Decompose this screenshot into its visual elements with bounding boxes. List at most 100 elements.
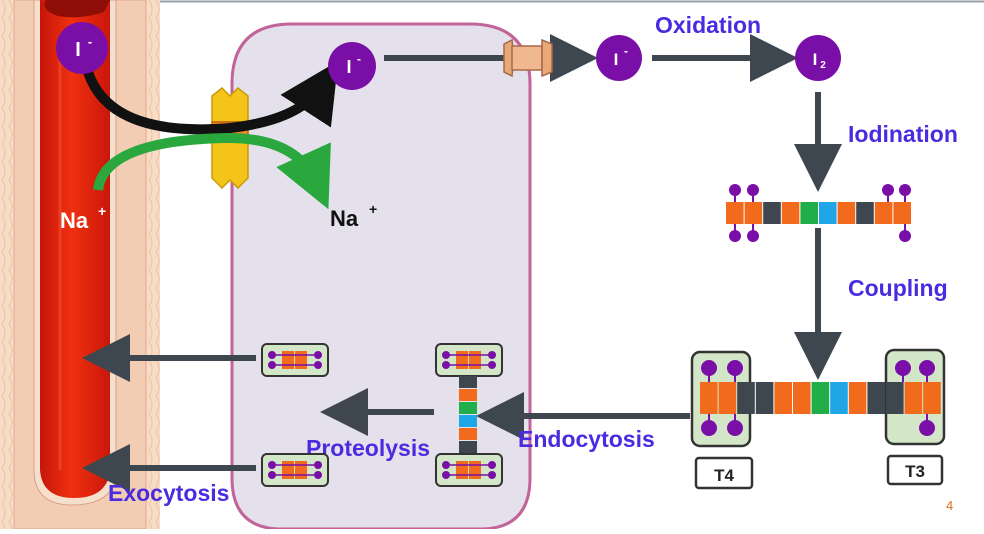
iodine-atom: [895, 360, 911, 376]
svg-text:I: I: [75, 39, 81, 61]
iodine-atom: [488, 471, 496, 479]
vesicle-residue: [459, 441, 477, 453]
iodine-atom: [442, 461, 450, 469]
exocytosis-label: Exocytosis: [108, 480, 229, 506]
iodine-atom: [729, 184, 741, 196]
iodine-atom: [488, 351, 496, 359]
svg-text:Na: Na: [330, 206, 359, 231]
mini-hormone-box: [261, 453, 329, 487]
iodine-atom: [882, 184, 894, 196]
iodine-atom: [701, 360, 717, 376]
svg-text:T3: T3: [905, 462, 925, 481]
coupled-residue: [774, 382, 792, 414]
iodine-atom: [268, 461, 276, 469]
iodine-atom: [268, 471, 276, 479]
svg-text:I: I: [614, 50, 619, 69]
iodine-atom: [314, 461, 322, 469]
iodide-ion-blood: I -: [56, 22, 108, 74]
thyroglobulin-residue: [837, 202, 856, 224]
svg-text:-: -: [624, 44, 628, 58]
iodide-ion-cell: I -: [328, 42, 376, 90]
thyroglobulin-residue: [763, 202, 781, 224]
coupling-label: Coupling: [848, 275, 948, 301]
thyroglobulin-chain: [726, 184, 911, 242]
coupled-residue: [811, 382, 830, 414]
thyroglobulin-residue: [819, 202, 837, 224]
coupled-residue: [737, 382, 755, 414]
svg-text:+: +: [98, 203, 106, 219]
sodium-ion-cell: Na +: [330, 201, 377, 231]
vessel-opening: [44, 0, 110, 18]
sodium-ion-blood: Na +: [60, 203, 106, 233]
iodine-molecule: I 2: [795, 35, 841, 81]
iodine-atom: [919, 360, 935, 376]
page-number: 4: [946, 498, 953, 513]
mini-hormone-box: [261, 343, 329, 377]
coupled-thyroglobulin: [690, 348, 946, 448]
svg-text:2: 2: [820, 60, 826, 71]
blood-lumen: [40, 0, 110, 498]
iodine-atom: [488, 461, 496, 469]
svg-text:Na: Na: [60, 208, 89, 233]
thyroglobulin-residue: [874, 202, 893, 224]
iodine-atom: [442, 351, 450, 359]
thyroglobulin-residue: [893, 202, 911, 224]
iodide-uptake-arrow: [83, 60, 339, 135]
coupled-residue: [923, 382, 941, 414]
sodium-uptake-arrow: [93, 132, 331, 210]
iodine-atom: [442, 361, 450, 369]
svg-text:T4: T4: [714, 466, 734, 485]
oxidation-label: Oxidation: [655, 12, 761, 38]
iodine-atom: [314, 471, 322, 479]
coupled-residue: [848, 382, 867, 414]
iodine-atom: [268, 351, 276, 359]
blood-vessel: [0, 0, 160, 530]
coupled-residue: [904, 382, 923, 414]
iodine-atom: [701, 420, 717, 436]
mini-hormone-box: [435, 453, 503, 487]
iodine-atom: [314, 351, 322, 359]
coupled-residue: [867, 382, 885, 414]
iodine-atom: [899, 230, 911, 242]
iodine-atom: [314, 361, 322, 369]
iodine-atom: [442, 471, 450, 479]
svg-text:-: -: [88, 34, 92, 49]
coupled-residue: [755, 382, 774, 414]
iodine-atom: [919, 420, 935, 436]
vesicle-residue: [459, 376, 477, 388]
vesicle-residue: [459, 402, 477, 414]
coupled-residue: [718, 382, 737, 414]
coupled-residue: [793, 382, 811, 414]
mini-hormone-box: [435, 343, 503, 377]
released-hormones: [261, 343, 329, 487]
thyroglobulin-residue: [726, 202, 744, 224]
endocytosis-label: Endocytosis: [518, 426, 655, 452]
svg-text:I: I: [813, 50, 818, 69]
thyroglobulin-residue: [800, 202, 818, 224]
pendrin-channel: [503, 38, 553, 78]
t4-label-box: T4: [694, 456, 754, 490]
iodine-atom: [747, 230, 759, 242]
coupled-residue: [830, 382, 848, 414]
iodine-atom: [899, 184, 911, 196]
endocytosed-thyroglobulin: [435, 343, 503, 487]
vesicle-residue: [459, 428, 477, 440]
iodine-atom: [727, 420, 743, 436]
svg-text:-: -: [357, 52, 361, 66]
iodine-atom: [747, 184, 759, 196]
svg-text:+: +: [369, 201, 377, 217]
thyroglobulin-residue: [744, 202, 763, 224]
svg-text:I: I: [346, 57, 351, 77]
iodide-ion-colloid: I -: [596, 35, 642, 81]
vesicle-residue: [459, 415, 477, 427]
thyroglobulin-residue: [856, 202, 874, 224]
thyroglobulin-residue: [781, 202, 800, 224]
coupled-residue: [886, 382, 904, 414]
t3-label-box: T3: [886, 454, 944, 486]
coupled-residue: [700, 382, 718, 414]
iodine-atom: [488, 361, 496, 369]
iodination-label: Iodination: [848, 121, 958, 147]
vesicle-residue: [459, 389, 477, 401]
